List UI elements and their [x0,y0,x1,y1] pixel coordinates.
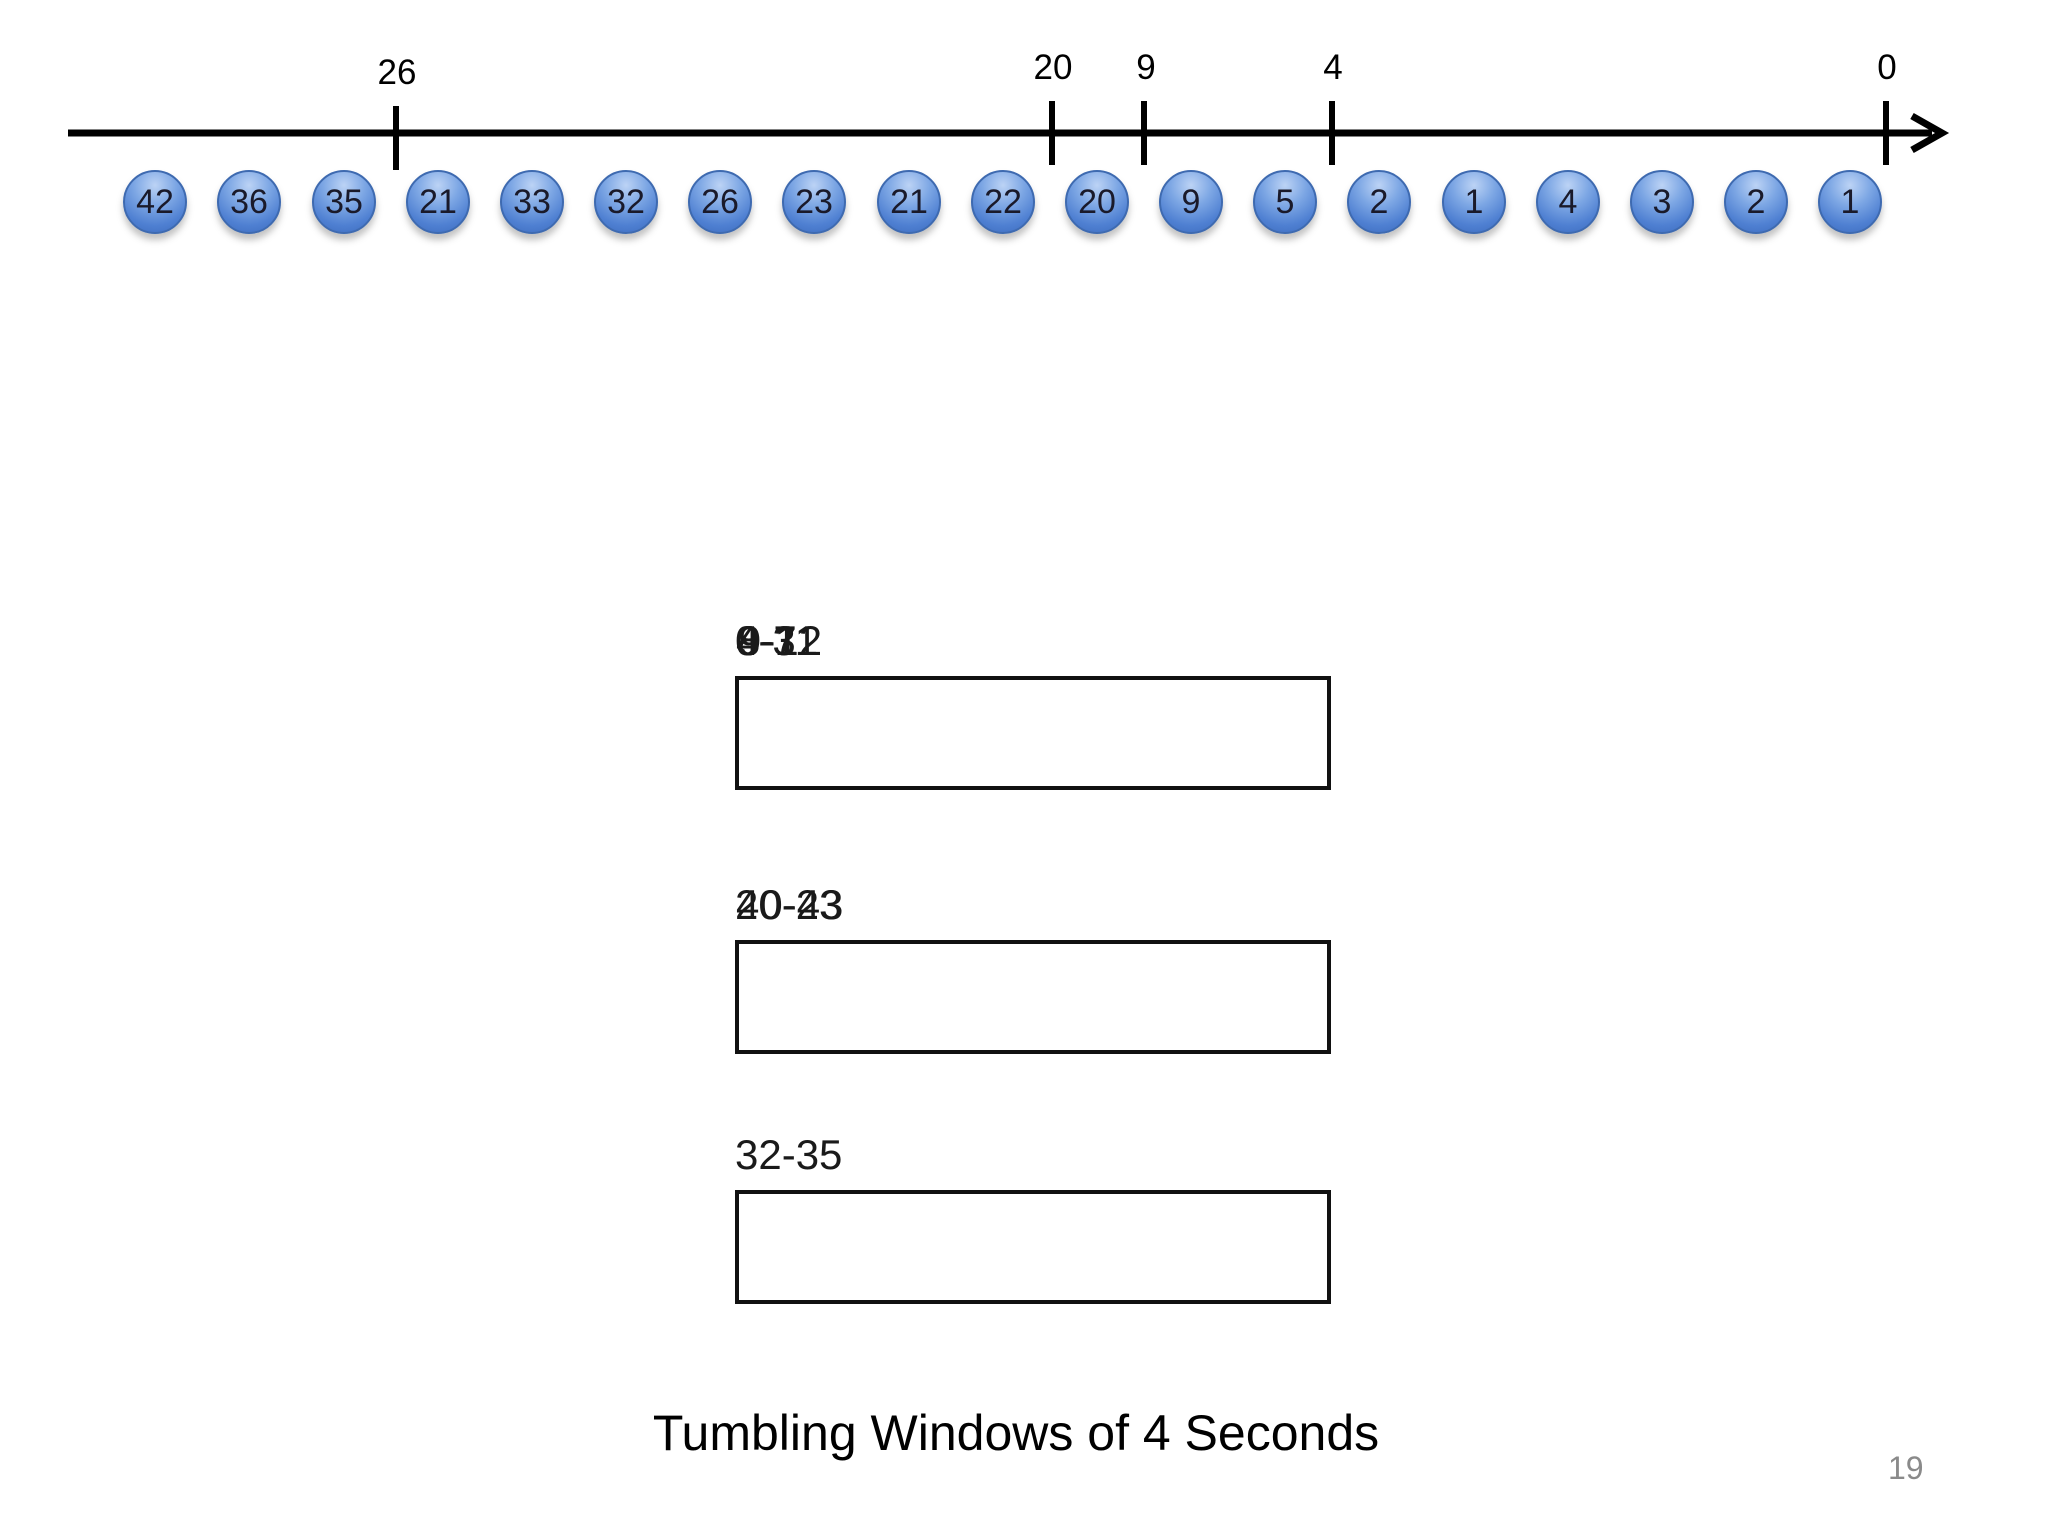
event-ball-label: 3 [1652,183,1672,221]
event-ball: 1 [1442,170,1506,234]
tick-label-0: 0 [1877,48,1897,87]
event-ball: 5 [1253,170,1317,234]
window-label: 0-3 [735,617,796,664]
event-ball-label: 2 [1369,183,1389,221]
event-ball-label: 1 [1464,183,1484,221]
event-ball-label: 35 [325,183,363,221]
tick-label-20: 20 [1033,48,1073,87]
window-label: 8-11 [737,617,818,664]
event-ball: 21 [877,170,941,234]
event-ball-label: 5 [1275,183,1295,221]
window-label: 40-43 [736,881,844,928]
event-ball: 3 [1630,170,1694,234]
event-ball: 36 [217,170,281,234]
window-box [735,1190,1331,1304]
tick-label-26: 26 [377,53,417,92]
event-ball-label: 20 [1078,183,1116,221]
event-ball-label: 2 [1746,183,1766,221]
event-ball-label: 9 [1181,183,1201,221]
event-ball-label: 32 [607,183,645,221]
timeline-axis [68,101,1950,170]
event-ball: 2 [1347,170,1411,234]
window-label: 32-35 [735,1131,843,1178]
timeline-arrowhead [1910,112,1950,154]
event-ball: 21 [406,170,470,234]
event-ball: 1 [1818,170,1882,234]
event-ball-label: 21 [890,183,928,221]
event-ball-label: 22 [984,183,1022,221]
event-ball-label: 21 [419,183,457,221]
event-ball-label: 33 [513,183,551,221]
event-ball: 26 [688,170,752,234]
event-ball-label: 26 [701,183,739,221]
window-label: 20-23 [735,881,843,928]
event-ball: 20 [1065,170,1129,234]
window-label: 9-12 [738,617,823,664]
event-ball-label: 36 [230,183,268,221]
event-ball-label: 1 [1840,183,1860,221]
tick-label-4: 4 [1323,48,1343,87]
window-box [735,940,1331,1054]
event-ball: 23 [782,170,846,234]
event-ball-label: 23 [795,183,833,221]
event-ball-label: 42 [136,183,174,221]
tick-label-9: 9 [1136,48,1156,87]
event-ball: 4 [1536,170,1600,234]
event-ball-label: 4 [1558,183,1578,221]
window-box [735,676,1331,790]
event-ball: 9 [1159,170,1223,234]
event-ball: 35 [312,170,376,234]
event-ball: 33 [500,170,564,234]
slide-number: 19 [1888,1450,1924,1486]
event-ball: 32 [594,170,658,234]
event-ball: 2 [1724,170,1788,234]
event-ball: 22 [971,170,1035,234]
slide-caption: Tumbling Windows of 4 Seconds [652,1405,1380,1461]
event-ball: 42 [123,170,187,234]
window-label: 4-7 [736,617,797,664]
